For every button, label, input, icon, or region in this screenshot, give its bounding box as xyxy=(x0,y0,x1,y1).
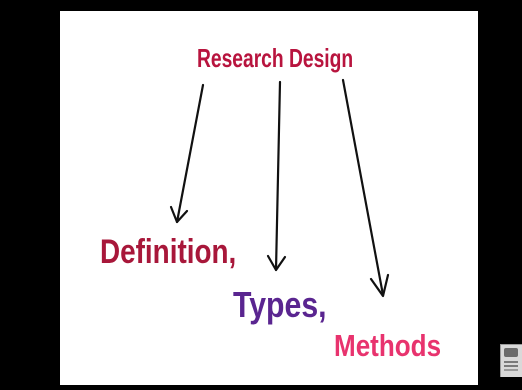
screen-icon xyxy=(504,348,518,357)
slide xyxy=(60,11,478,385)
player-widget-icon[interactable] xyxy=(500,344,522,377)
branch-methods: Methods xyxy=(334,328,442,363)
lines-icon xyxy=(504,361,518,363)
branch-definition: Definition, xyxy=(100,233,237,271)
diagram-title: Research Design xyxy=(197,43,354,73)
branch-types: Types, xyxy=(233,284,327,325)
